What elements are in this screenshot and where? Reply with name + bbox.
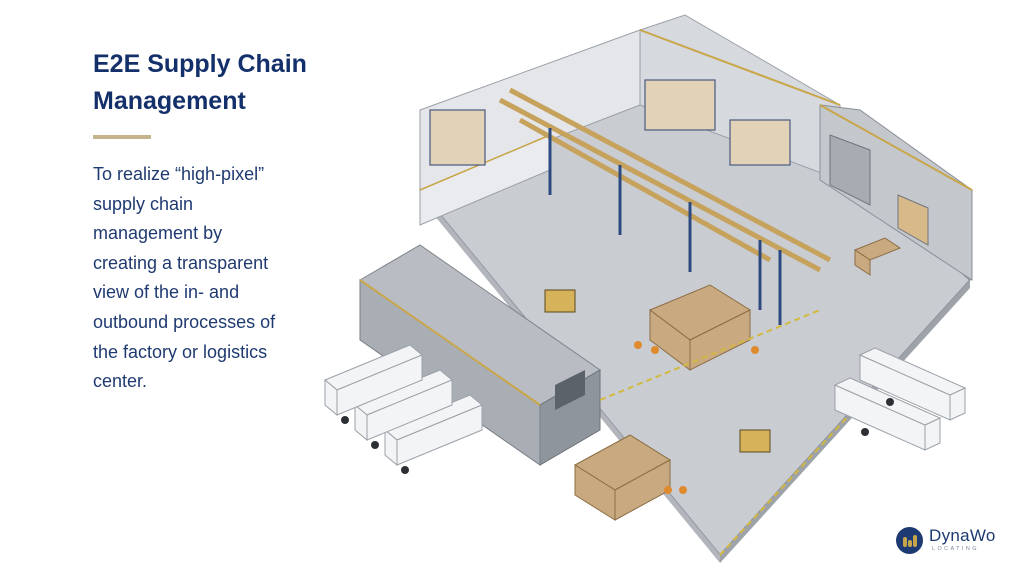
forklift <box>544 289 771 453</box>
body-line: management by <box>93 223 223 244</box>
dynawo-logo-icon <box>896 527 923 554</box>
loading-dock-door <box>829 134 871 206</box>
floor-front-edge <box>720 280 970 563</box>
title-line-1: E2E Supply Chain <box>93 50 307 78</box>
body-line: outbound processes of <box>93 311 276 332</box>
body-line: To realize “high-pixel” <box>93 164 265 184</box>
body-line: creating a transparent <box>93 252 269 273</box>
workers <box>634 341 759 494</box>
pallet-stacks <box>574 237 902 521</box>
body-line: view of the in- and <box>93 282 240 303</box>
loading-dock-door <box>897 194 929 246</box>
overhead-conveyor <box>498 87 832 273</box>
delivery-trucks-left <box>324 344 483 474</box>
body-line: center. <box>93 371 148 392</box>
delivery-trucks-right <box>833 347 967 451</box>
logo-tagline: LOCATING <box>932 546 979 552</box>
slide-body-text: To realize “high-pixel” supply chain man… <box>93 160 318 397</box>
roller-door <box>555 370 585 410</box>
title-accent-rule <box>93 135 151 139</box>
body-line: the factory or logistics <box>93 341 268 362</box>
warehouse-illustration <box>324 14 973 563</box>
storage-racks <box>429 79 791 166</box>
logo-name: DynaWo <box>929 526 996 545</box>
conveyor-supports <box>548 128 782 325</box>
dynawo-logo: DynaWo LOCATING <box>896 524 1006 558</box>
body-line: supply chain <box>93 193 194 214</box>
title-line-2: Management <box>93 87 246 115</box>
slide-title: E2E Supply Chain Management <box>93 46 353 120</box>
